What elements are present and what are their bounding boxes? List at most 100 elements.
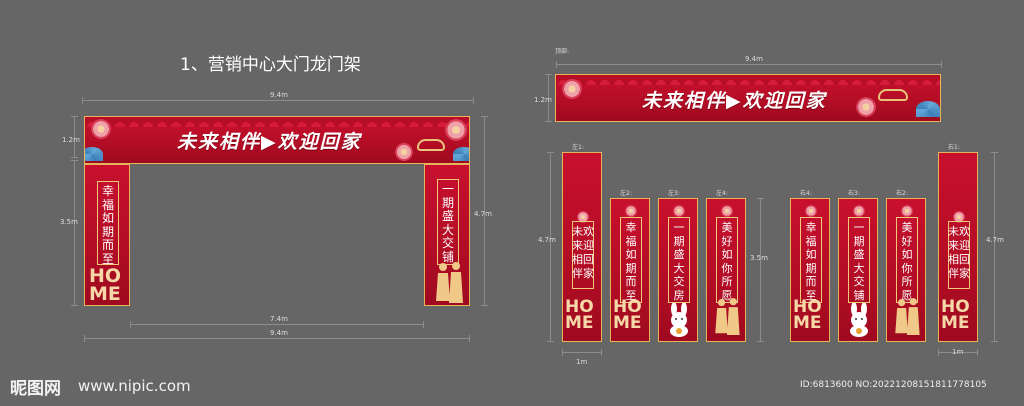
home-logo-line: ME (941, 313, 970, 334)
page-title: 1、营销中心大门龙门架 (180, 55, 361, 75)
panel-char: 相回 (572, 253, 594, 266)
dim-side-height (757, 198, 764, 342)
flower-icon (901, 205, 913, 217)
flower-icon (625, 205, 637, 217)
dim-label-side-height: 3.5m (750, 254, 768, 262)
pillar-char: 盛 (441, 209, 454, 223)
home-logo-line: ME (565, 313, 594, 334)
top-section-label: 顶部: (555, 48, 570, 55)
panel-text: 未欢来迎相回伴家 (569, 225, 597, 281)
panel-char: 所 (721, 275, 733, 288)
panel-text-frame (948, 221, 970, 289)
dim-total-height (481, 116, 488, 306)
dim-label-left-height: 4.7m (538, 236, 556, 244)
panel-char: 未欢 (572, 225, 594, 238)
panel-text: 幸福如期而至 (624, 221, 638, 302)
panel-char: 愿 (721, 288, 733, 302)
panel-char: 美 (721, 221, 733, 234)
flower-icon (953, 211, 965, 223)
arch-banner-text: 未来相伴▶欢迎回家 (177, 131, 362, 153)
pillar-char: 如 (101, 211, 114, 225)
rabbit-icon (670, 303, 688, 337)
panel-label: 左3: (668, 190, 680, 197)
panel-char: 而 (805, 275, 817, 288)
cloud-icon (417, 139, 445, 151)
dim-label-right-pillar-width: 1m (952, 348, 964, 356)
arch-right-pillar: 一期盛大交铺 (424, 164, 470, 306)
panel-char: 如 (721, 248, 733, 261)
panel-text-frame (572, 221, 594, 289)
panel-char: 大 (673, 261, 685, 275)
exploded-panel: 一期盛大交铺 (838, 198, 878, 342)
panel-label: 右2: (896, 190, 908, 197)
dim-left-height (547, 152, 554, 342)
dim-width-top (82, 97, 474, 104)
right-pillar-text: 一期盛大交铺 (441, 182, 455, 264)
panel-char: 幸 (625, 221, 637, 234)
panel-char: 期 (853, 234, 865, 248)
exploded-panel: 美好如你所愿 (886, 198, 926, 342)
panel-label: 左2: (620, 190, 632, 197)
flower-icon (91, 119, 111, 139)
panel-text: 幸福如期而至 (804, 221, 818, 302)
panel-char: 如 (901, 248, 913, 261)
pillar-char: 期 (101, 224, 114, 239)
panel-char: 而 (625, 275, 637, 288)
panel-char: 伴家 (948, 267, 970, 280)
dim-right-pillar-width (938, 349, 978, 356)
panel-char: 一 (853, 221, 865, 234)
pillar-char: 至 (101, 251, 114, 266)
panel-char: 盛 (853, 248, 865, 261)
panel-char: 你 (901, 261, 913, 275)
panel-char: 如 (805, 248, 817, 261)
dim-label-top-height: 1.2m (62, 136, 80, 144)
dim-bottom-width (84, 335, 470, 342)
dim-label-width-top: 9.4m (270, 91, 288, 99)
home-logo-line: ME (793, 313, 822, 334)
panel-text-frame (800, 217, 822, 303)
home-logo-line: HO (89, 265, 122, 287)
exploded-banner-text: 未来相伴▶欢迎回家 (642, 90, 827, 112)
dim-inner-width (130, 321, 424, 328)
panel-char: 好 (901, 234, 913, 248)
panel-char: 至 (625, 288, 637, 302)
panel-label: 左4: (716, 190, 728, 197)
panel-text: 未欢来迎相回伴家 (945, 225, 973, 281)
panel-char: 美 (901, 221, 913, 234)
scale-pattern (85, 117, 469, 127)
couple-silhouette (895, 298, 920, 335)
fan-icon (453, 147, 469, 161)
image-meta-id: ID:6813600 NO:20221208151811778105 (800, 380, 987, 390)
pillar-char: 福 (101, 197, 114, 212)
panel-text-frame (716, 217, 738, 303)
panel-char: 交 (673, 275, 685, 288)
panel-char: 未欢 (948, 225, 970, 238)
home-logo-line: HO (941, 297, 970, 317)
dim-top-height (71, 116, 78, 158)
cloud-icon (878, 89, 908, 101)
exploded-top-beam: 未来相伴▶欢迎回家 (555, 74, 941, 122)
panel-char: 一 (673, 221, 685, 234)
arch-beam: 未来相伴▶欢迎回家 (84, 116, 470, 164)
dim-label-pillar-height: 3.5m (60, 218, 78, 226)
panel-char: 好 (721, 234, 733, 248)
home-logo-line: HO (613, 297, 642, 317)
dim-exploded-top-width (556, 61, 942, 68)
panel-text-frame (848, 217, 870, 303)
panel-char: 交 (853, 275, 865, 288)
flower-icon (395, 143, 413, 161)
pillar-char: 幸 (101, 184, 114, 198)
dim-left-pillar-width (562, 349, 602, 356)
dim-label-right-height: 4.7m (986, 236, 1004, 244)
dim-right-height (991, 152, 998, 342)
home-logo-line: ME (89, 283, 121, 306)
exploded-panel: 一期盛大交房 (658, 198, 698, 342)
flower-icon (853, 205, 865, 217)
dim-label-exploded-top-width: 9.4m (745, 55, 763, 63)
panel-char: 伴家 (572, 267, 594, 280)
